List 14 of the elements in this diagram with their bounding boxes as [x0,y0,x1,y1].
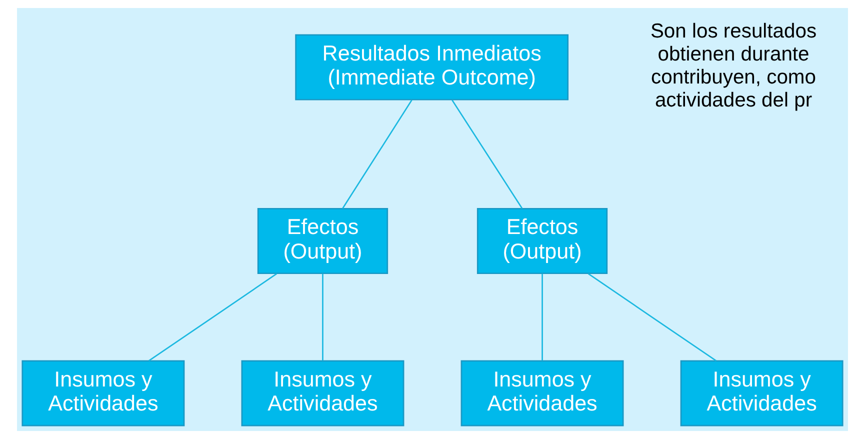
node-box: Insumos y Actividades [680,360,843,426]
connector [587,273,716,362]
node-box: Efectos (Output) [256,208,388,274]
node-box: Insumos y Actividades [21,360,184,426]
node-box: Efectos (Output) [476,208,608,274]
connector [541,274,542,361]
connector [342,100,412,209]
connector [451,100,522,209]
node-box: Insumos y Actividades [240,360,404,426]
node-box: Resultados Inmediatos (Immediate Outcome) [294,34,568,100]
connector [148,273,277,362]
node-box: Insumos y Actividades [460,360,624,426]
label: Son los resultados obtienen durante contribuyen, como actividades del pr [650,20,816,112]
connector [322,274,323,361]
